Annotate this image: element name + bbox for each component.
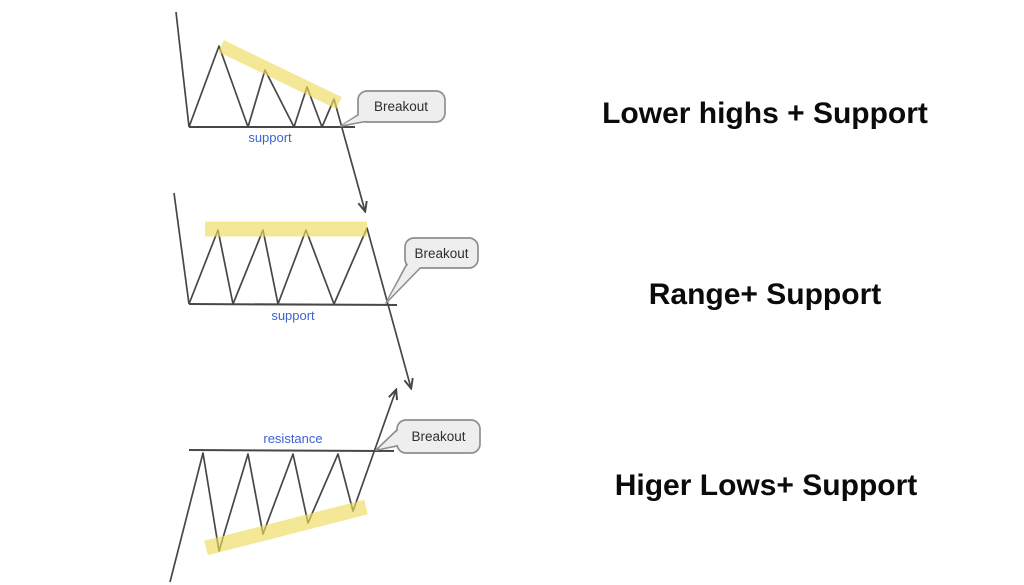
pattern-range-diagram: Breakout support bbox=[173, 192, 479, 388]
breakout-bubble-label: Breakout bbox=[414, 246, 468, 261]
higher-lows-highlight-band bbox=[204, 499, 368, 556]
resistance-line bbox=[188, 449, 395, 452]
breakout-bubble-label: Breakout bbox=[374, 99, 428, 114]
title-lower-highs: Lower highs + Support bbox=[602, 97, 928, 130]
breakout-bubble bbox=[357, 90, 446, 123]
breakout-bubble-tail-fill bbox=[388, 261, 421, 300]
support-line bbox=[188, 303, 398, 306]
price-zigzag-breakout-arrow bbox=[169, 390, 396, 583]
breakout-bubble bbox=[404, 237, 479, 269]
breakout-bubble-label: Breakout bbox=[411, 429, 465, 444]
entry-trend-line bbox=[173, 192, 190, 305]
pattern-higher-lows-diagram: Breakout resistance bbox=[169, 390, 481, 583]
support-label: support bbox=[271, 308, 315, 323]
title-higher-lows: Higer Lows+ Support bbox=[615, 469, 918, 502]
resistance-label: resistance bbox=[263, 431, 322, 446]
price-zigzag-breakout-arrow bbox=[188, 227, 411, 388]
price-zigzag-breakout-arrow bbox=[188, 45, 365, 211]
pattern-lower-highs-diagram: Breakout support bbox=[175, 11, 446, 211]
support-label: support bbox=[248, 130, 292, 145]
lower-highs-highlight-band bbox=[218, 40, 342, 109]
entry-trend-line bbox=[175, 11, 190, 128]
breakout-bubble-tail-fill bbox=[342, 112, 377, 125]
title-range: Range+ Support bbox=[649, 278, 882, 311]
breakout-bubble-tail-fill bbox=[379, 428, 402, 449]
